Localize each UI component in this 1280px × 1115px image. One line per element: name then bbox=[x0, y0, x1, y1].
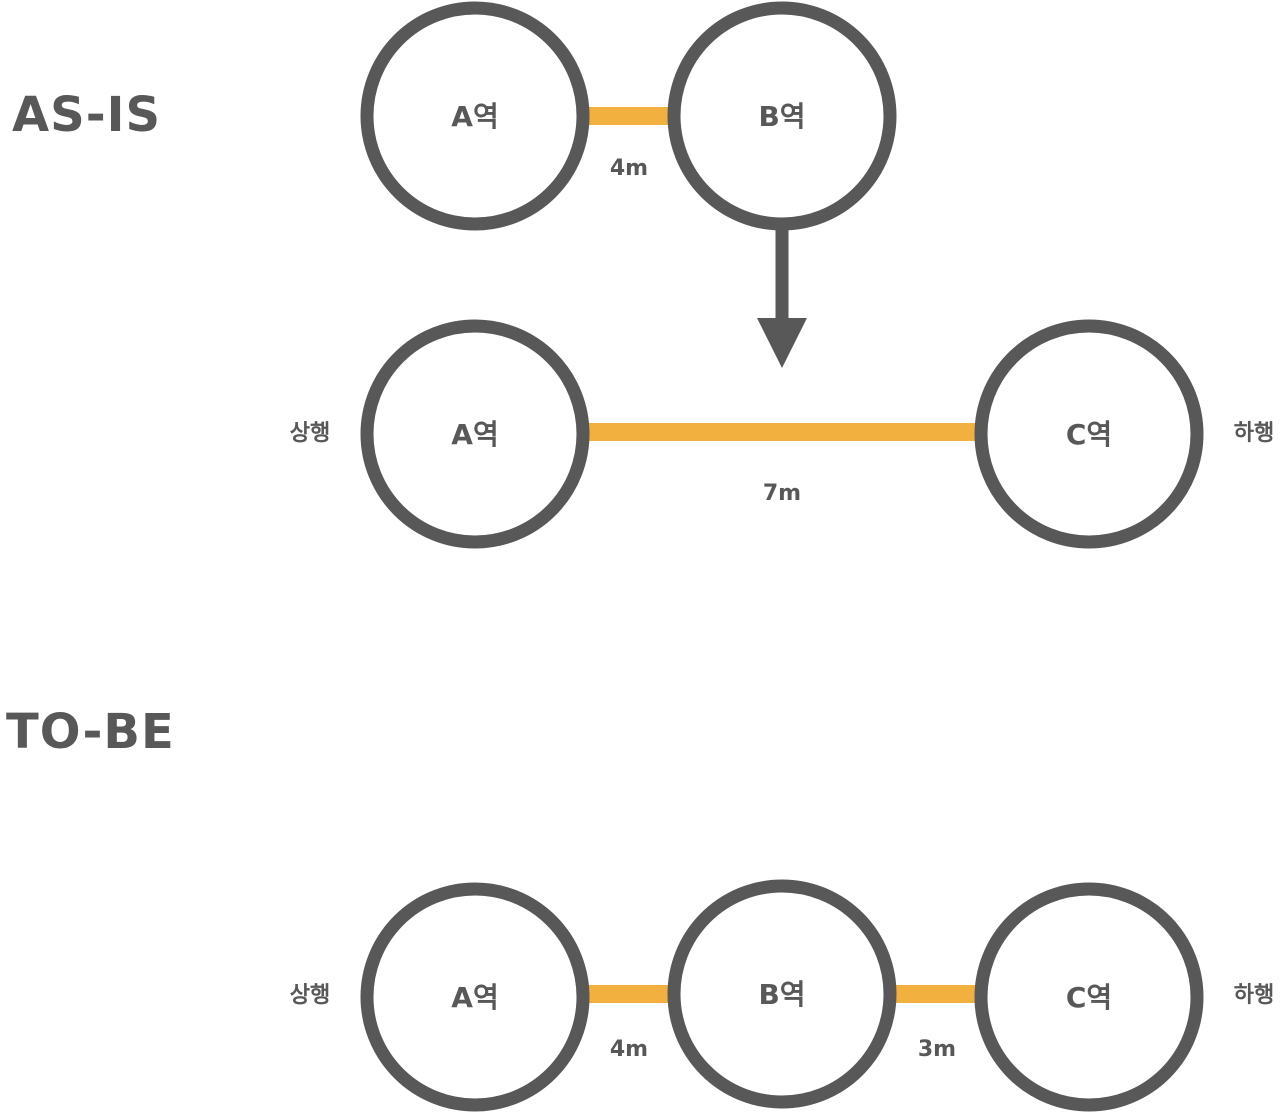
distance-a-c: 7m bbox=[763, 481, 801, 506]
station-b-circle-to-be bbox=[667, 879, 897, 1109]
to-be-heading: TO-BE bbox=[6, 704, 175, 760]
up-direction-label-as-is: 상행 bbox=[290, 421, 330, 446]
as-is-heading: AS-IS bbox=[12, 87, 161, 143]
station-a-label-to-be: A역 bbox=[451, 981, 498, 1014]
up-direction-label-to-be: 상행 bbox=[290, 983, 330, 1008]
arrow-down-icon bbox=[757, 230, 807, 368]
station-a-label-before: A역 bbox=[451, 100, 498, 133]
station-c-label-after: C역 bbox=[1066, 418, 1112, 451]
down-direction-label-as-is: 하행 bbox=[1234, 421, 1274, 446]
station-c-label-to-be: C역 bbox=[1066, 981, 1112, 1014]
station-b-label-before: B역 bbox=[758, 100, 805, 133]
down-direction-label-to-be: 하행 bbox=[1234, 983, 1274, 1008]
distance-b-c-to-be: 3m bbox=[918, 1037, 956, 1062]
station-a-circle-after bbox=[360, 319, 590, 549]
station-b-label-to-be: B역 bbox=[758, 978, 805, 1011]
distance-a-b-to-be: 4m bbox=[610, 1037, 648, 1062]
station-a-label-after: A역 bbox=[451, 418, 498, 451]
distance-a-b-before: 4m bbox=[610, 156, 648, 181]
station-c-circle-to-be bbox=[974, 882, 1204, 1112]
station-a-circle-before bbox=[360, 1, 590, 231]
station-b-circle-before bbox=[667, 1, 897, 231]
station-c-circle-after bbox=[974, 319, 1204, 549]
station-a-circle-to-be bbox=[360, 882, 590, 1112]
